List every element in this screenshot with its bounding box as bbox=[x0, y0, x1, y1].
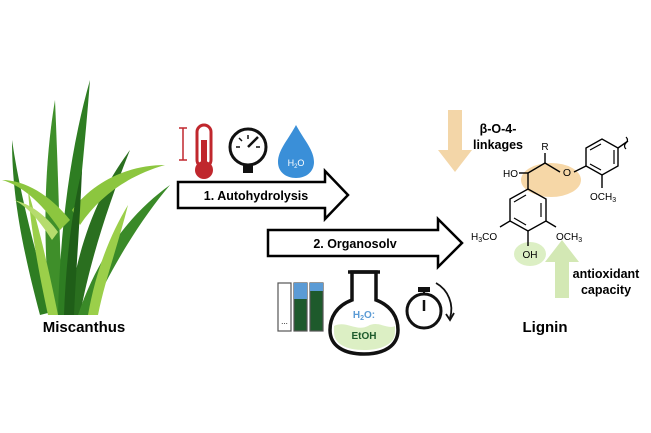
linkage-label-line2: linkages bbox=[473, 138, 523, 152]
water-drop-o: O bbox=[297, 158, 304, 168]
linkage-label-line1: β-O-4- bbox=[480, 122, 517, 136]
alpha-ho-label: HO bbox=[503, 169, 518, 180]
och3-right-label: OCH bbox=[556, 232, 578, 243]
flask-etoh: EtOH bbox=[352, 331, 377, 342]
flask-icon: H2O: EtOH bbox=[328, 270, 400, 356]
step2-label: 2. Organosolv bbox=[313, 237, 396, 251]
svg-text:H2O:: H2O: bbox=[353, 310, 375, 322]
flask-sub: 2 bbox=[360, 315, 364, 322]
lignin-structure bbox=[499, 136, 629, 266]
water-drop-h: H bbox=[288, 158, 295, 168]
antioxidant-up-arrow bbox=[545, 240, 579, 298]
bars-dots: ... bbox=[281, 317, 288, 326]
source-label: Miscanthus bbox=[43, 319, 126, 336]
antioxidant-label-line1: antioxidant bbox=[573, 267, 641, 281]
water-drop-sub: 2 bbox=[294, 164, 298, 170]
och3-top-sub: 3 bbox=[612, 197, 616, 204]
pressure-gauge-icon bbox=[228, 127, 268, 173]
organosolv-arrow bbox=[266, 215, 464, 271]
h3co-co: CO bbox=[482, 232, 497, 243]
thermometer-icon bbox=[179, 123, 213, 179]
h3co-h: H bbox=[471, 232, 478, 243]
linkage-down-arrow bbox=[438, 110, 472, 172]
autohydrolysis-arrow bbox=[176, 167, 350, 223]
stopwatch-icon bbox=[405, 282, 455, 330]
svg-text:H2O: H2O bbox=[288, 158, 305, 170]
r-group-label: R bbox=[541, 142, 548, 153]
svg-text:OCH3: OCH3 bbox=[556, 232, 582, 244]
antioxidant-label-line2: capacity bbox=[581, 283, 631, 297]
och3-top-label: OCH bbox=[590, 192, 612, 203]
svg-text:OCH3: OCH3 bbox=[590, 192, 616, 204]
ratio-bars-icon: ... bbox=[277, 282, 324, 332]
step1-label: 1. Autohydrolysis bbox=[204, 189, 308, 203]
phenolic-oh-label: OH bbox=[523, 250, 538, 261]
svg-text:H3CO: H3CO bbox=[471, 232, 497, 244]
miscanthus-grass-icon bbox=[2, 80, 170, 315]
h3co-sub: 3 bbox=[478, 237, 482, 244]
flask-h: H bbox=[353, 310, 360, 321]
flask-o: O: bbox=[364, 310, 375, 321]
och3-right-sub: 3 bbox=[578, 237, 582, 244]
ether-o-label: O bbox=[563, 167, 571, 179]
product-label: Lignin bbox=[523, 319, 568, 336]
water-drop-icon: H2O bbox=[278, 125, 314, 178]
